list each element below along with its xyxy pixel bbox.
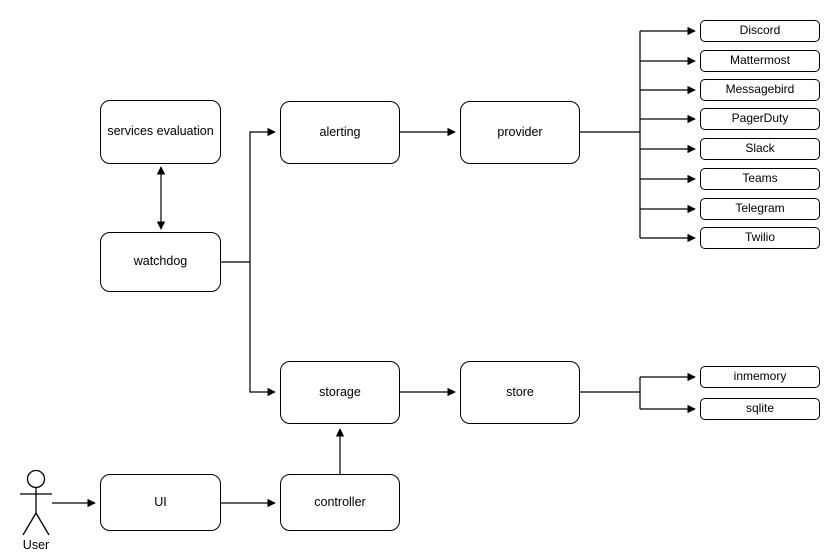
node-slack-label: Slack [745,141,775,156]
node-watchdog[interactable]: watchdog [100,232,221,292]
node-inmemory[interactable]: inmemory [700,366,820,388]
node-ui[interactable]: UI [100,474,221,531]
node-telegram[interactable]: Telegram [700,198,820,220]
edge-watchdog-alerting [249,127,276,262]
node-pagerduty-label: PagerDuty [731,111,789,126]
node-storage[interactable]: storage [280,361,400,424]
node-telegram-label: Telegram [735,201,785,216]
node-mattermost-label: Mattermost [729,53,790,68]
node-store[interactable]: store [460,361,580,424]
node-watchdog-label: watchdog [133,254,188,269]
edge-watchdog-storage [249,262,276,397]
node-discord[interactable]: Discord [700,20,820,42]
user-actor-label: User [22,538,50,552]
user-actor-figure [20,469,52,536]
node-messagebird-label: Messagebird [725,82,795,97]
node-ui-label: UI [154,494,167,509]
node-teams[interactable]: Teams [700,168,820,190]
node-mattermost[interactable]: Mattermost [700,50,820,72]
node-services-evaluation[interactable]: services evaluation [100,100,221,164]
node-services-evaluation-label: services evaluation [107,124,214,139]
node-sqlite[interactable]: sqlite [700,398,820,420]
node-storage-label: storage [319,384,361,399]
node-slack[interactable]: Slack [700,138,820,160]
node-provider[interactable]: provider [460,101,580,164]
node-alerting-label: alerting [319,124,361,139]
node-twilio-label: Twilio [744,230,775,245]
node-alerting[interactable]: alerting [280,101,400,164]
node-teams-label: Teams [742,171,778,186]
node-twilio[interactable]: Twilio [700,227,820,249]
node-controller-label: controller [314,494,366,509]
node-sqlite-label: sqlite [745,401,774,416]
node-inmemory-label: inmemory [733,369,787,384]
node-controller[interactable]: controller [280,474,400,531]
node-provider-label: provider [497,124,543,139]
node-discord-label: Discord [739,23,781,38]
node-store-label: store [506,384,534,399]
node-messagebird[interactable]: Messagebird [700,79,820,101]
node-pagerduty[interactable]: PagerDuty [700,108,820,130]
